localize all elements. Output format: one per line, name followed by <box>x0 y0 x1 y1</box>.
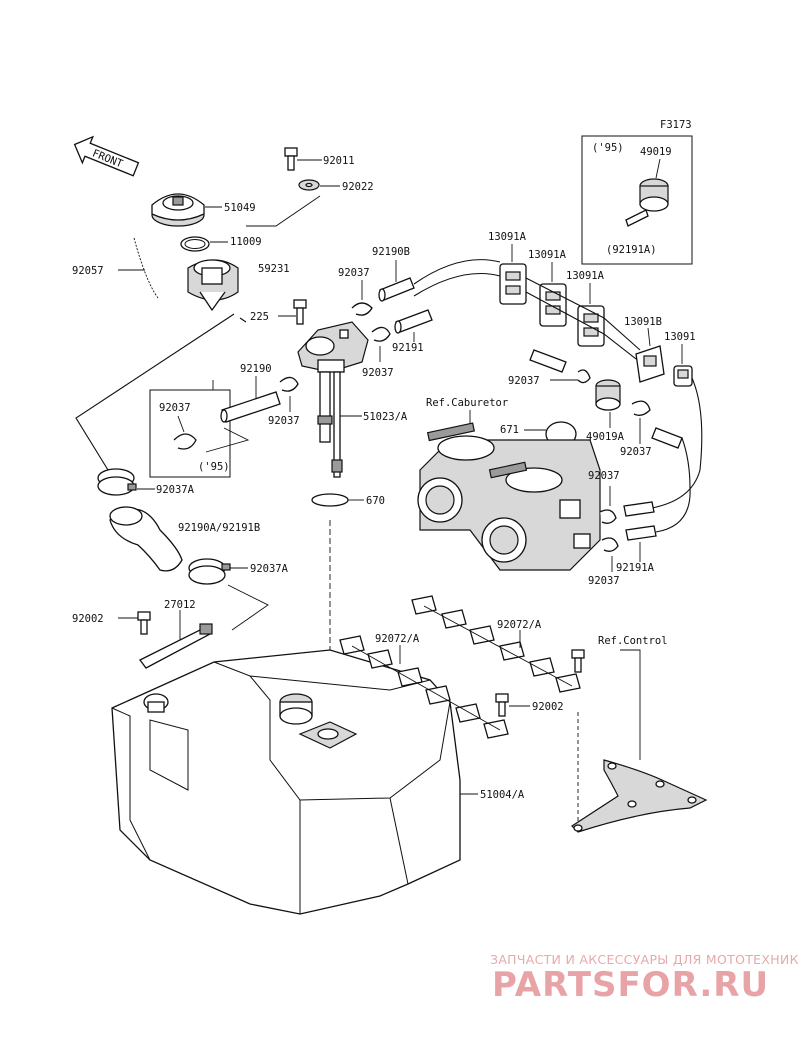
hose-right-icon <box>529 349 567 373</box>
label-95-box-left: ('95) <box>198 461 230 473</box>
filter-49019-icon <box>625 178 669 227</box>
label-92037-r2: 92037 <box>620 446 652 458</box>
front-arrow-icon: FRONT <box>73 135 140 177</box>
control-bracket-icon <box>571 759 708 833</box>
fuel-tank-icon <box>111 649 461 915</box>
label-13091B: 13091B <box>624 316 662 328</box>
clip-92037-mid-icon <box>371 326 391 342</box>
oring-670-icon <box>311 493 349 507</box>
label-670: 670 <box>366 495 385 507</box>
label-92002-left: 92002 <box>72 613 104 625</box>
clip-92037-r3-icon <box>599 509 617 524</box>
label-92072A-left: 92072/A <box>375 633 420 645</box>
label-92190B: 92190B <box>372 246 410 258</box>
hose-r4-icon <box>623 501 655 517</box>
clamp-92037A-bottom-icon <box>188 558 231 585</box>
carburetor-icon <box>417 422 601 571</box>
clip-92037-box-icon <box>173 433 197 450</box>
fuel-valve-icon <box>297 321 369 478</box>
label-11009: 11009 <box>230 236 262 248</box>
label-49019A: 49019A <box>586 431 625 443</box>
label-92190A-92191B: 92190A/92191B <box>178 522 260 534</box>
label-92037-left: 92037 <box>268 415 300 427</box>
ref-carburetor: Ref.Caburetor <box>426 397 508 409</box>
bolt-225-icon <box>293 299 307 325</box>
watermark-top-line: ЗАПЧАСТИ И АКСЕССУАРЫ ДЛЯ МОТОТЕХНИКИ <box>490 952 800 967</box>
label-92037-right: 92037 <box>508 375 540 387</box>
label-13091A-1: 13091A <box>488 231 527 243</box>
label-95-box-right: ('95) <box>592 142 624 154</box>
watermark-brand: PARTSFOR.RU <box>492 965 769 1005</box>
fuel-cap-icon <box>151 193 205 227</box>
label-225: 225 <box>250 311 269 323</box>
clamp-13091A-2-icon <box>539 283 567 327</box>
label-92022: 92022 <box>342 181 374 193</box>
label-671: 671 <box>500 424 519 436</box>
clamp-13091A-1-icon <box>499 263 527 305</box>
label-92190: 92190 <box>240 363 272 375</box>
label-92037-box: 92037 <box>159 402 191 414</box>
label-92011: 92011 <box>323 155 355 167</box>
bolt-92002-right-icon <box>495 693 509 717</box>
label-13091A-2: 13091A <box>528 249 567 261</box>
clamp-13091-icon <box>673 365 693 387</box>
ref-control: Ref.Control <box>598 635 668 647</box>
label-49019: 49019 <box>640 146 672 158</box>
label-92057: 92057 <box>72 265 104 277</box>
label-92037-mid: 92037 <box>362 367 394 379</box>
strap-92057-icon <box>133 237 159 299</box>
hose-92191-icon <box>394 309 433 334</box>
bolt-92011-icon <box>284 147 298 171</box>
clamp-13091B-icon <box>635 345 665 383</box>
variant-box-left <box>149 389 231 478</box>
hose-92190B-icon <box>378 277 415 302</box>
clamp-13091A-3-icon <box>577 305 605 347</box>
variant-box-right <box>581 135 693 265</box>
rod-27012-icon <box>139 623 213 669</box>
clamp-92037A-top-icon <box>97 468 137 496</box>
clip-92037-left-icon <box>279 376 299 392</box>
label-92037A-bottom: 92037A <box>250 563 289 575</box>
strap-92072A-left-icon <box>339 635 509 739</box>
label-92037-top: 92037 <box>338 267 370 279</box>
figure-code: F3173 <box>660 119 692 131</box>
label-92191A-box: (92191A) <box>606 244 657 256</box>
hose-92191A-icon <box>625 525 657 541</box>
hose-r3-icon <box>651 427 683 449</box>
label-92037A-top: 92037A <box>156 484 195 496</box>
label-13091: 13091 <box>664 331 696 343</box>
label-59231: 59231 <box>258 263 290 275</box>
label-13091A-3: 13091A <box>566 270 605 282</box>
label-92037-r3: 92037 <box>588 470 620 482</box>
clip-92037-right-icon <box>577 369 591 384</box>
clip-92037-r4-icon <box>601 537 619 552</box>
bolt-92002-left-icon <box>137 611 151 635</box>
label-51023A: 51023/A <box>363 411 408 423</box>
filler-neck-icon <box>187 259 239 312</box>
clip-92037-r2-icon <box>631 400 651 416</box>
clip-92037-top-icon <box>351 302 373 316</box>
strap-92072A-right-icon <box>411 595 581 693</box>
label-92072A-right: 92072/A <box>497 619 542 631</box>
label-51049: 51049 <box>224 202 256 214</box>
label-92037-r4: 92037 <box>588 575 620 587</box>
bolt-control-icon <box>571 649 585 673</box>
label-51004A: 51004/A <box>480 789 525 801</box>
label-92191: 92191 <box>392 342 424 354</box>
label-27012: 27012 <box>164 599 196 611</box>
filter-49019A-icon <box>595 379 621 411</box>
hose-92190-icon <box>220 391 281 423</box>
label-92002-right: 92002 <box>532 701 564 713</box>
label-92191A: 92191A <box>616 562 655 574</box>
